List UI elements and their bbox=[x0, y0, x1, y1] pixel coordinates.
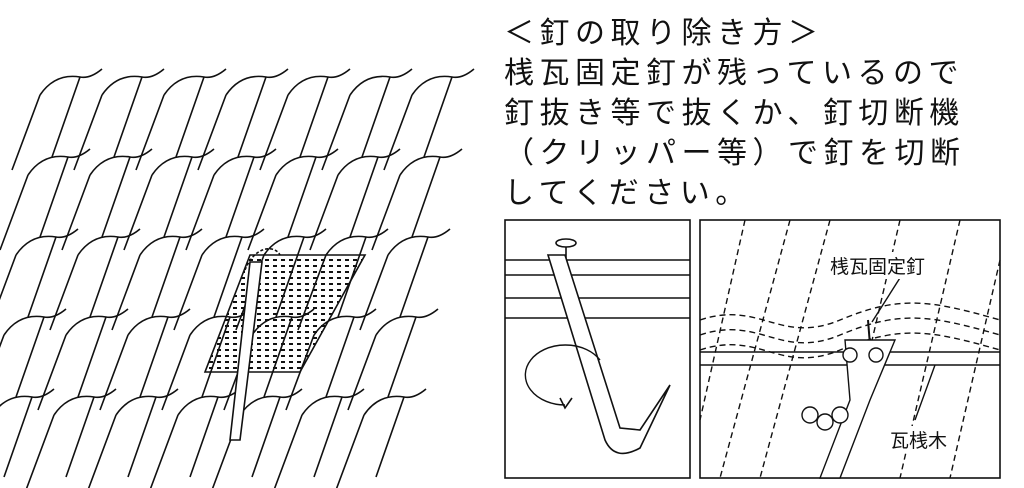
roof-tile bbox=[371, 148, 463, 251]
roof-tile bbox=[73, 68, 165, 171]
nail-puller-detail bbox=[504, 219, 691, 479]
roof-tile bbox=[383, 68, 475, 171]
roof-tile bbox=[0, 308, 67, 398]
roof-tile bbox=[335, 388, 427, 488]
roof-tile bbox=[11, 68, 103, 171]
roof-tile bbox=[359, 228, 451, 331]
roof-tile bbox=[347, 308, 439, 411]
instruction-line-4: してください。 bbox=[504, 176, 751, 211]
roof-tile bbox=[0, 388, 55, 478]
instruction-line-2: 釘抜き等で抜くか、釘切断機 bbox=[504, 96, 965, 131]
nail-label: 桟瓦固定釘 bbox=[828, 252, 928, 279]
roof-tile bbox=[197, 68, 289, 171]
roof-tile bbox=[111, 228, 203, 331]
instructions-title: ＜釘の取り除き方＞ bbox=[504, 16, 824, 51]
roof-tile bbox=[149, 388, 241, 488]
roof-tile bbox=[135, 68, 227, 171]
roof-tile bbox=[173, 228, 265, 331]
roof-tile bbox=[123, 148, 215, 251]
roof-tile bbox=[0, 148, 91, 251]
roof-tile bbox=[25, 388, 117, 488]
roof-tile bbox=[49, 228, 141, 331]
roof-tile bbox=[99, 308, 191, 411]
batten-label: 瓦桟木 bbox=[888, 426, 950, 453]
roof-tile bbox=[273, 388, 365, 488]
roof-tile bbox=[37, 308, 129, 411]
instruction-line-3: （クリッパー等）で釘を切断 bbox=[504, 136, 966, 171]
roof-tile bbox=[185, 148, 277, 251]
roof-tiles-drawing bbox=[0, 68, 475, 488]
roof-tile bbox=[321, 68, 413, 171]
roof-tile bbox=[259, 68, 351, 171]
roof-tile bbox=[309, 148, 401, 251]
roof-tile bbox=[87, 388, 179, 488]
roof-tile bbox=[247, 148, 339, 251]
clipper-detail bbox=[699, 219, 1001, 479]
roof-tile bbox=[0, 228, 79, 318]
nail-puller-tool bbox=[229, 261, 263, 441]
instruction-line-1: 桟瓦固定釘が残っているので bbox=[504, 56, 964, 91]
roof-tile bbox=[61, 148, 153, 251]
